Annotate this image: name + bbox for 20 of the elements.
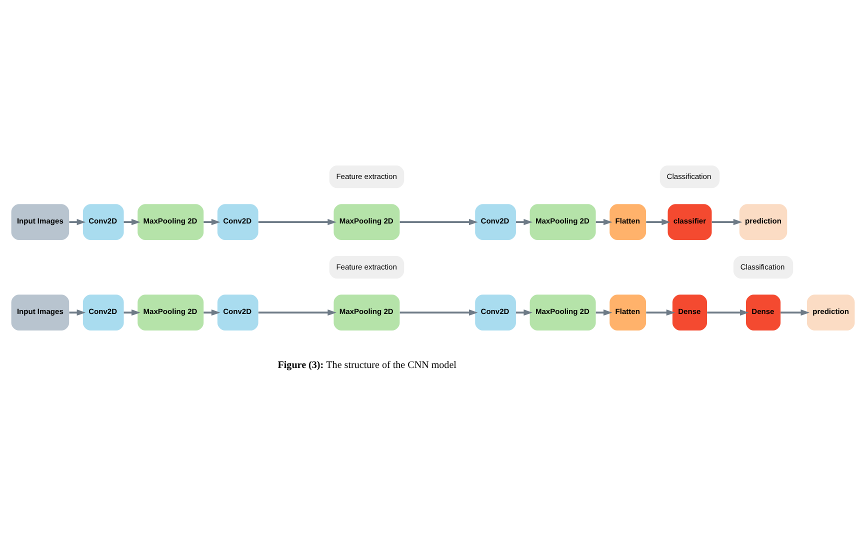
caption: Figure (3): The structure of the CNN model — [278, 360, 456, 371]
arrow — [646, 219, 670, 226]
arrow — [516, 310, 533, 316]
arrow — [124, 219, 140, 226]
arrow — [258, 310, 336, 316]
arrow — [204, 219, 220, 226]
arrow — [400, 219, 478, 226]
arrow — [596, 219, 612, 226]
arrow — [596, 310, 612, 316]
arrow — [780, 310, 810, 316]
arrow — [516, 219, 533, 226]
arrow — [646, 310, 676, 316]
arrow — [400, 310, 478, 316]
arrow — [69, 310, 86, 316]
arrow — [707, 310, 749, 316]
arrow — [258, 219, 336, 226]
arrow — [69, 219, 86, 226]
arrow — [712, 219, 742, 226]
arrow — [124, 310, 140, 316]
arrow — [204, 310, 220, 316]
